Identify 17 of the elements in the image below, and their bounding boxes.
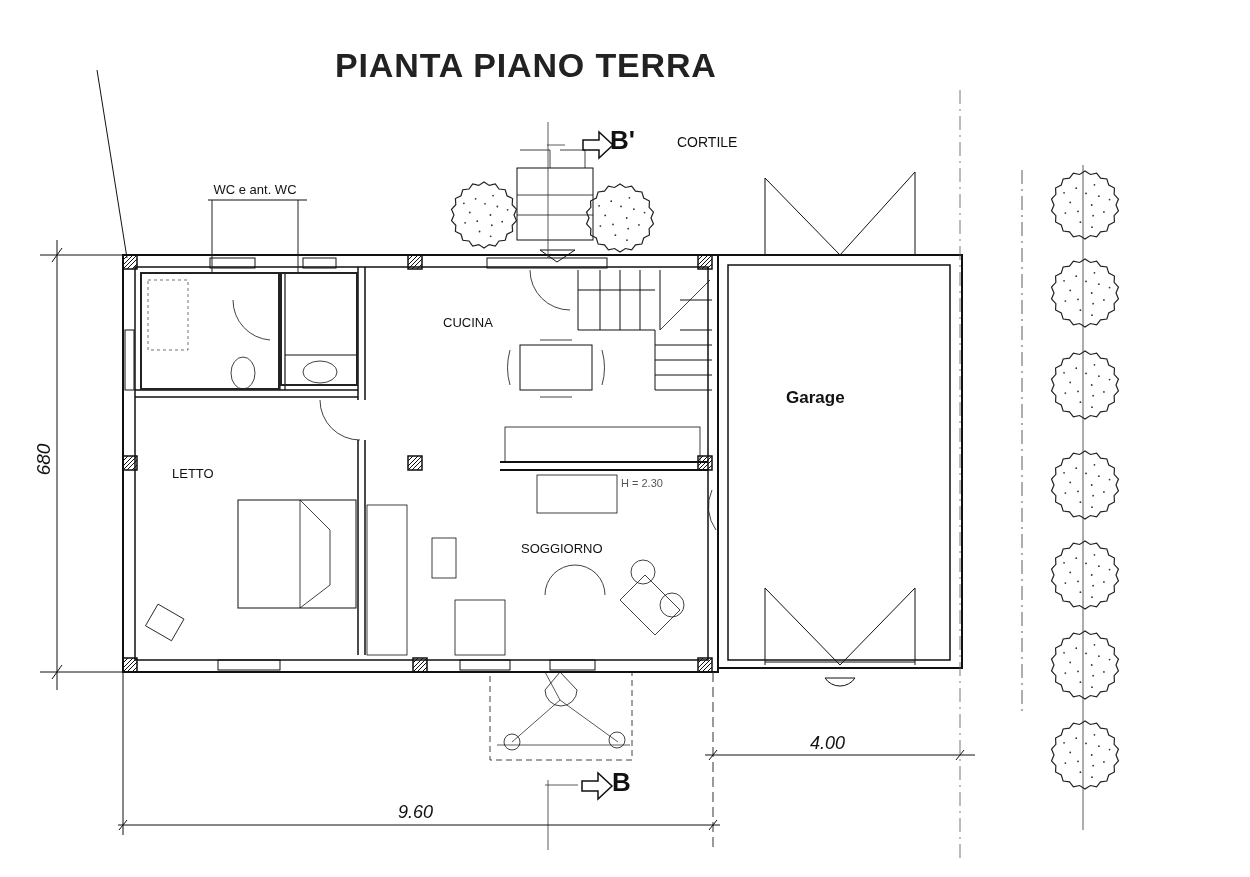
dimension-label: 4.00	[810, 734, 846, 752]
dimension-label: 9.60	[398, 803, 434, 821]
room-name: Garage	[786, 389, 845, 406]
room-name: SOGGIORNO	[521, 542, 603, 555]
room-outline	[280, 272, 358, 386]
room-outline	[140, 272, 280, 390]
section-label: B'	[610, 127, 635, 153]
dimension-label: 680	[34, 443, 54, 476]
leader-line	[211, 199, 213, 273]
room-name: LETTO	[172, 467, 214, 480]
leader-line	[297, 199, 299, 273]
room-name: CUCINA	[443, 316, 493, 329]
title: PIANTA PIANO TERRA	[335, 45, 717, 86]
room-label: WC e ant. WC	[203, 180, 307, 200]
room-name: CORTILE	[677, 135, 738, 149]
height-note: H = 2.30	[621, 478, 663, 489]
section-label: B	[612, 769, 631, 795]
